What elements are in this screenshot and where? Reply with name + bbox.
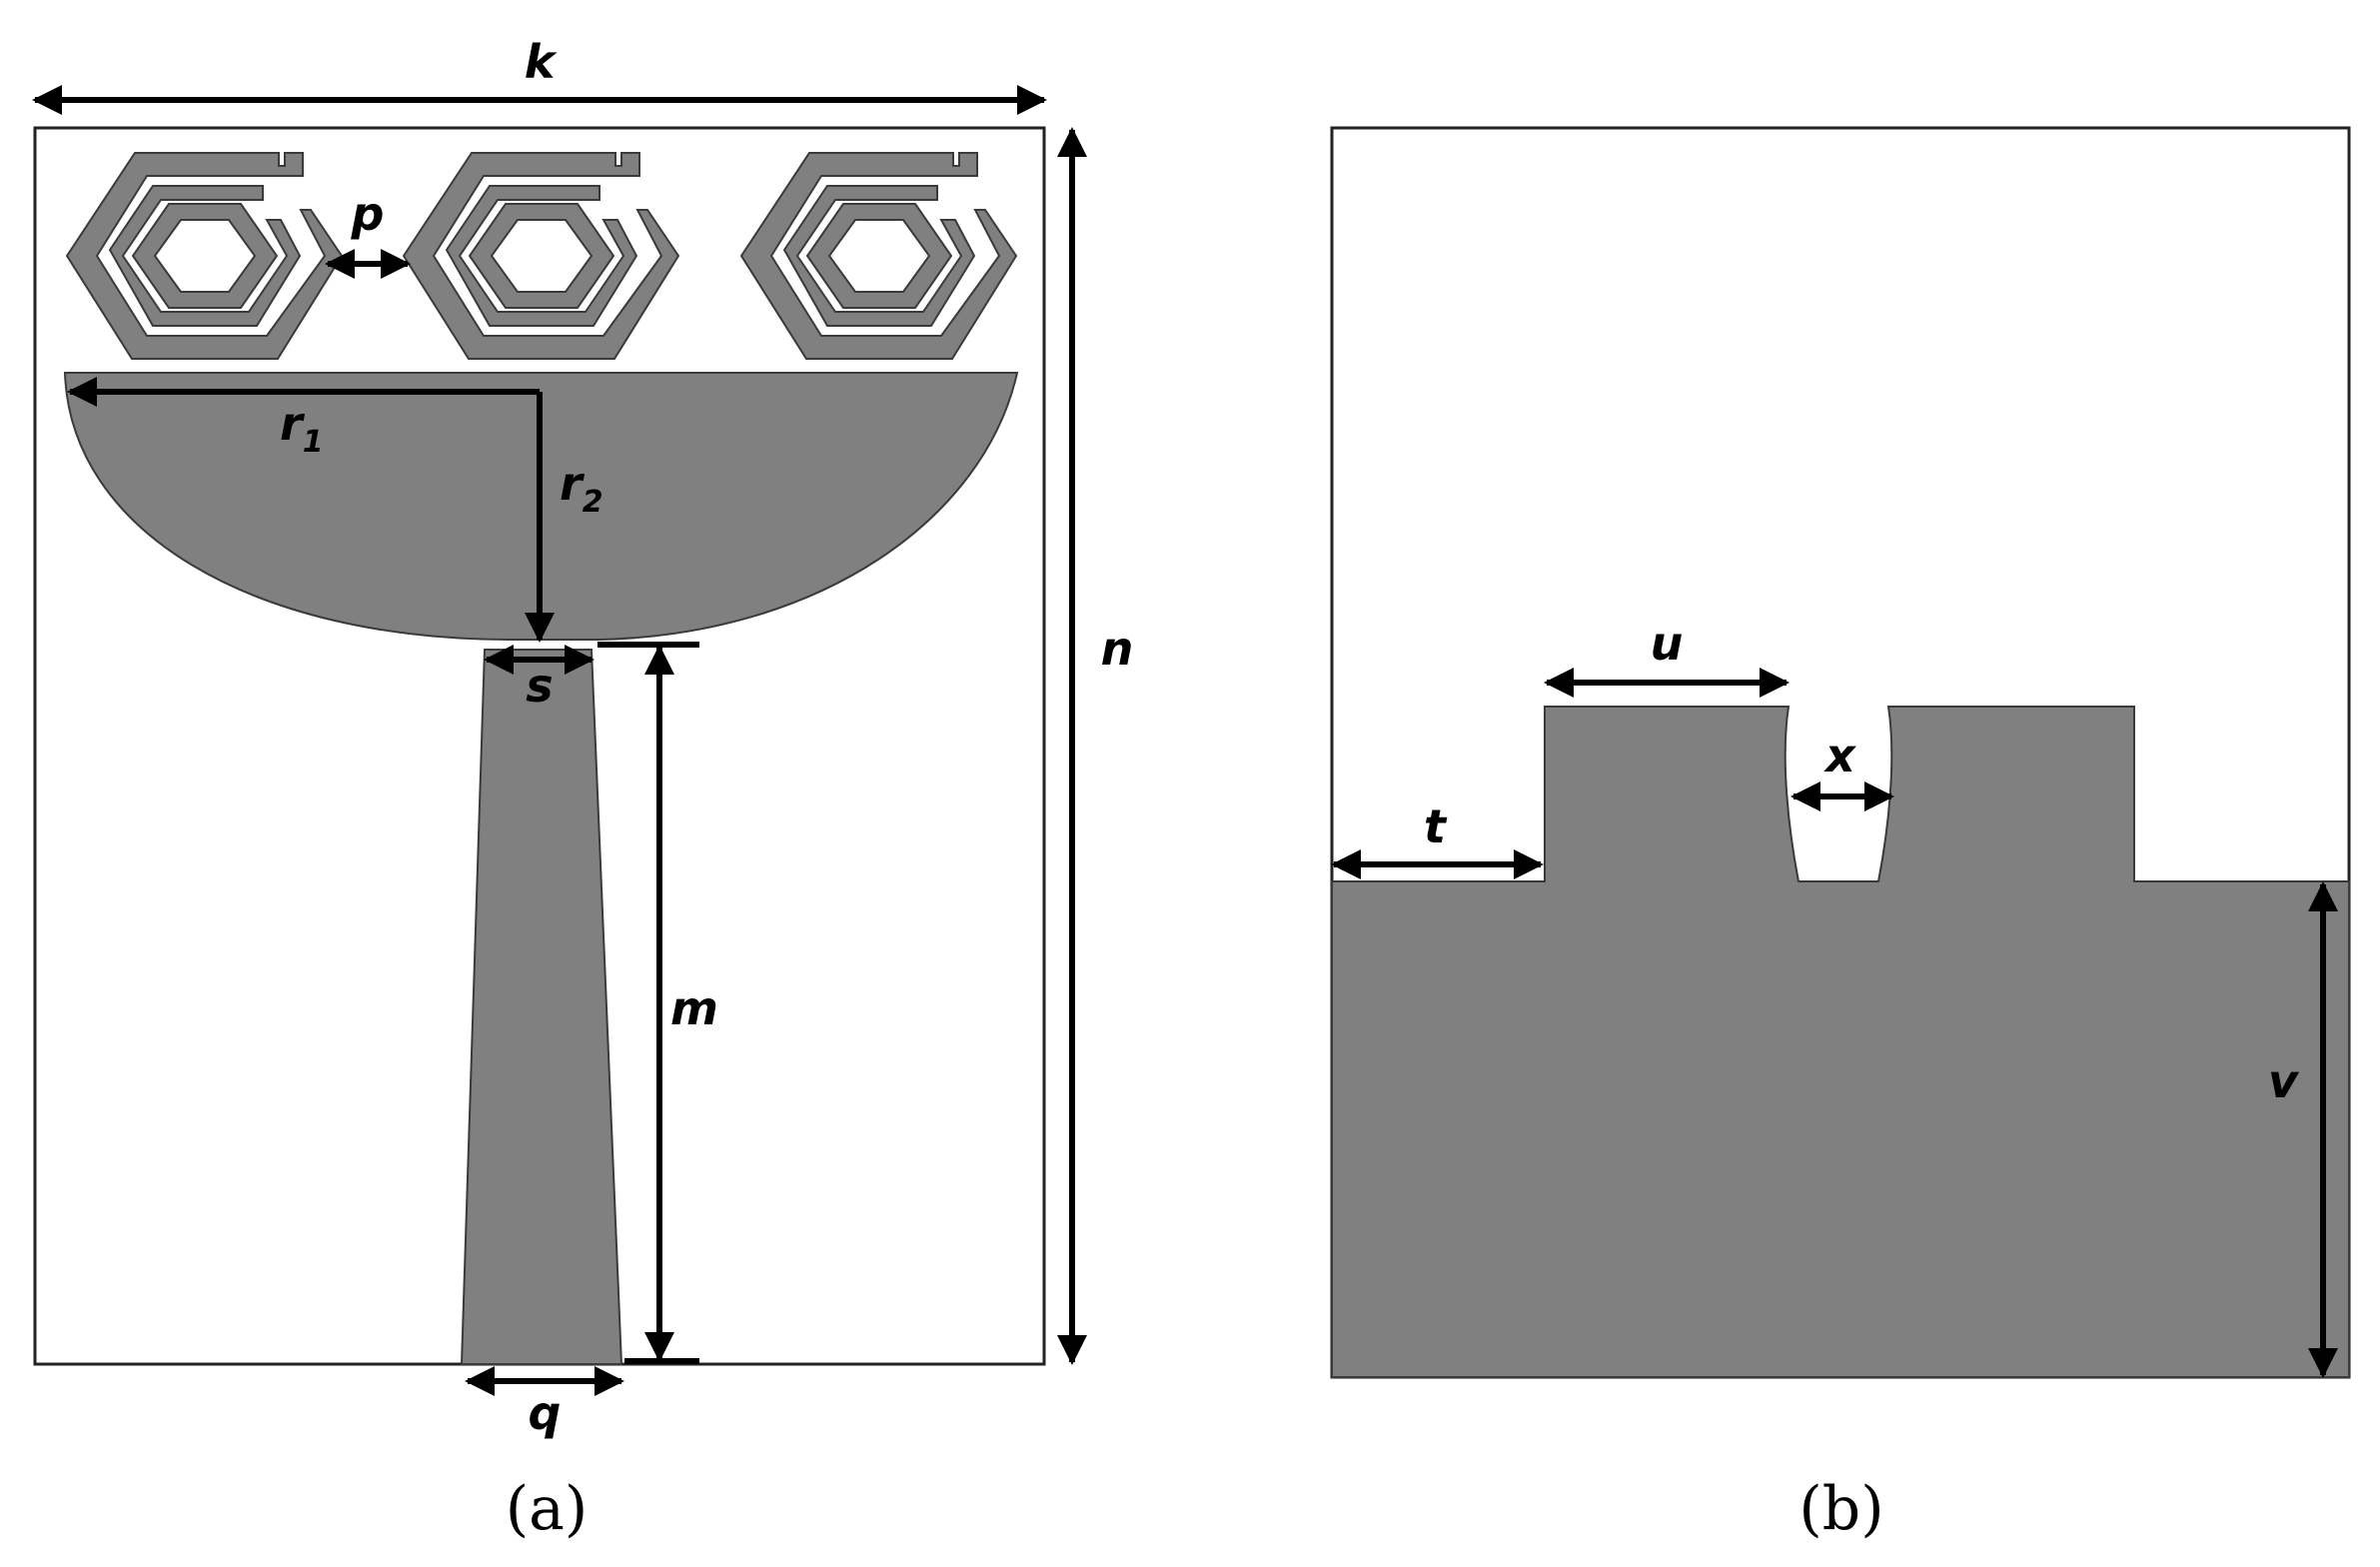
label-x: x — [1823, 729, 1856, 783]
srr-1 — [65, 152, 344, 360]
label-n: n — [1101, 622, 1134, 676]
label-r1-base: r — [280, 397, 306, 451]
caption-b: (b) — [1798, 1474, 1883, 1544]
label-r1: r1 — [280, 397, 324, 460]
caption-a: (a) — [506, 1474, 589, 1544]
srr-outer-ring — [402, 152, 680, 360]
ground-plane — [1331, 706, 2350, 1378]
label-p: p — [351, 187, 385, 241]
label-r2-base: r — [560, 457, 586, 511]
panel-a: k n p r1 r2 s m q (a) — [31, 35, 1134, 1544]
srr-outer-ring — [739, 152, 1018, 360]
srr-2 — [402, 152, 680, 360]
label-t: t — [1424, 799, 1448, 853]
srr-middle-ring — [108, 185, 302, 327]
srr-3 — [739, 152, 1018, 360]
label-u: u — [1651, 617, 1684, 671]
label-k: k — [525, 35, 558, 89]
srr-middle-ring — [445, 185, 638, 327]
srr-middle-ring — [782, 185, 976, 327]
label-r2-sub: 2 — [583, 485, 603, 520]
label-r2: r2 — [560, 457, 603, 520]
srr-inner-hole — [490, 219, 594, 293]
label-v: v — [2268, 1054, 2300, 1108]
label-s: s — [526, 659, 553, 713]
label-m: m — [670, 981, 718, 1035]
srr-outer-ring — [65, 152, 344, 360]
panel-b: u x t v (b) — [1330, 126, 2351, 1544]
srr-inner-hole — [153, 219, 257, 293]
label-q: q — [529, 1386, 562, 1440]
srr-inner-hole — [827, 219, 931, 293]
label-r1-sub: 1 — [303, 425, 324, 460]
